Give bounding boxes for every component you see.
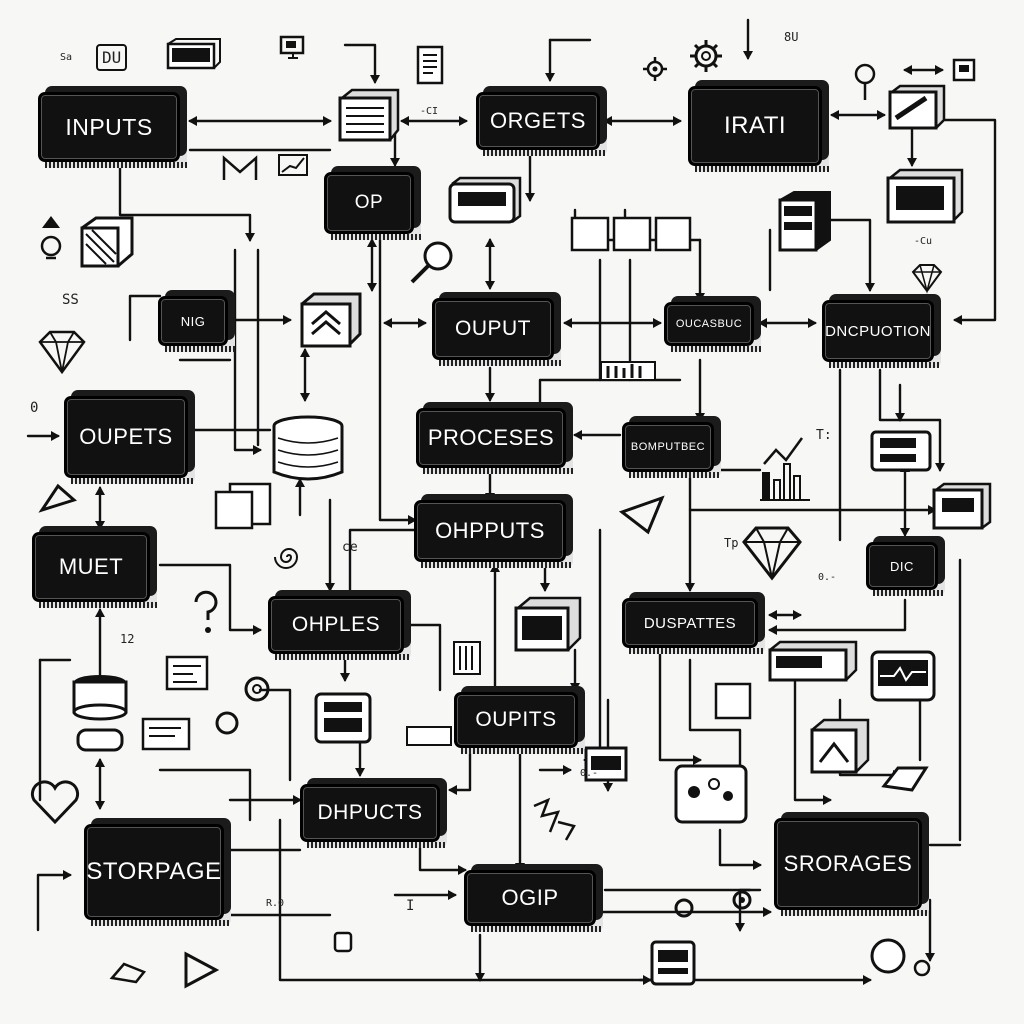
node-oucasbuc[interactable]: OUCASBUC (664, 302, 761, 352)
cube-icon (80, 216, 134, 268)
scribble-cursor-icon (533, 797, 576, 841)
bar-chart-icon (760, 437, 810, 501)
scribble-label: Tp (724, 536, 739, 550)
scribble-label: -CI (420, 106, 439, 117)
node-bomputbec[interactable]: BOMPUTBEC (622, 422, 721, 478)
graph-card-icon (278, 154, 308, 176)
ring-small-icon (215, 711, 239, 735)
node-srorages[interactable]: SRORAGES (774, 818, 929, 916)
chip-row-icon (570, 216, 692, 252)
node-nig[interactable]: NIG (158, 296, 235, 352)
tag-icon (881, 766, 929, 792)
box-stack-icon (314, 692, 372, 744)
terminal-box-icon (886, 168, 964, 224)
node-storpage[interactable]: STORPAGE (84, 824, 231, 926)
terminal-small-icon (584, 746, 628, 782)
box-small-icon (514, 596, 582, 652)
node-ohples[interactable]: OHPLES (268, 596, 411, 660)
node-inputs[interactable]: INPUTS (38, 92, 187, 168)
paper-plane-icon (618, 495, 665, 535)
shoe-icon (109, 962, 147, 984)
crate-arrow-icon (810, 718, 870, 774)
scribble-label: Sa (60, 52, 73, 63)
box-monitor-icon (932, 482, 992, 530)
stacked-screens-icon (870, 430, 932, 472)
node-dhpucts[interactable]: DHPUCTS (300, 784, 447, 848)
database-stack-icon (72, 675, 128, 752)
node-muet[interactable]: MUET (32, 532, 157, 608)
ring-icon (244, 676, 270, 702)
node-duspattes[interactable]: DUSPATTES (622, 598, 765, 654)
panel-icon (778, 191, 831, 252)
node-dncpuotion[interactable]: DNCPUOTION (822, 300, 941, 368)
node-ogip[interactable]: OGIP (464, 870, 603, 932)
scribble-label: -Cu (914, 236, 933, 247)
tray-icon (768, 640, 858, 682)
gear-small-icon (643, 57, 667, 81)
diamond-small-icon (911, 264, 943, 294)
scribble-label: T: (816, 428, 832, 443)
scribble-label: 0 (30, 400, 39, 416)
node-oupits[interactable]: OUPITS (454, 692, 585, 754)
flag-icon (952, 58, 976, 82)
server-unit-icon (650, 940, 696, 986)
document-icon (416, 45, 444, 85)
scribble-label: ce (342, 540, 358, 555)
stacked-cards-icon (214, 482, 272, 530)
card-stack-icon (406, 726, 452, 746)
lightbulb-icon (40, 216, 62, 260)
arrow-box-icon (714, 682, 752, 720)
node-ouput[interactable]: OUPUT (432, 298, 561, 366)
sign-icon (38, 483, 78, 513)
node-oupets[interactable]: OUPETS (64, 396, 195, 484)
scribble-label: SS (62, 292, 79, 308)
folder-icon (166, 38, 221, 70)
crate-icon (300, 292, 362, 348)
node-ohpputs[interactable]: OHPPUTS (414, 500, 573, 568)
scribble-label: DU (96, 44, 128, 71)
chat-card-icon (141, 717, 191, 751)
play-icon (184, 951, 220, 989)
scribble-label: 8U (784, 30, 799, 44)
question-icon (194, 590, 218, 633)
diamond-icon (38, 330, 86, 375)
form-card-icon (165, 655, 209, 691)
node-irati[interactable]: IRATI (688, 86, 829, 172)
database-icon (272, 415, 344, 481)
node-dic[interactable]: DIC (866, 542, 945, 596)
tally-icon (453, 641, 481, 675)
envelope-icon (222, 155, 258, 180)
node-op[interactable]: OP (324, 172, 421, 240)
scribble-label: 0.- (818, 572, 837, 583)
spiral-icon (274, 548, 299, 569)
waveform-screen-icon (870, 650, 936, 702)
heart-icon (30, 780, 80, 825)
scribble-label: I (406, 898, 415, 914)
screen-box-icon (888, 84, 946, 130)
small-box-icon (333, 931, 353, 953)
gear-icon (690, 40, 722, 72)
monitor-icon (279, 35, 305, 59)
scribble-label: 12 (120, 632, 135, 646)
drive-icon (448, 176, 522, 224)
node-cluster-icon (674, 764, 748, 824)
scribble-label: R.0 (266, 898, 285, 909)
node-processes[interactable]: PROCESES (416, 408, 573, 474)
gauge-icon (870, 938, 931, 977)
node-circles-icon (674, 890, 752, 918)
scribble-label: 0.- (580, 768, 599, 779)
bar-icon (600, 361, 656, 381)
magnifier-icon (410, 241, 453, 284)
pin-icon (854, 63, 876, 100)
diamond-large-icon (742, 526, 802, 581)
node-orgets[interactable]: ORGETS (476, 92, 607, 156)
server-box-icon (338, 88, 400, 142)
